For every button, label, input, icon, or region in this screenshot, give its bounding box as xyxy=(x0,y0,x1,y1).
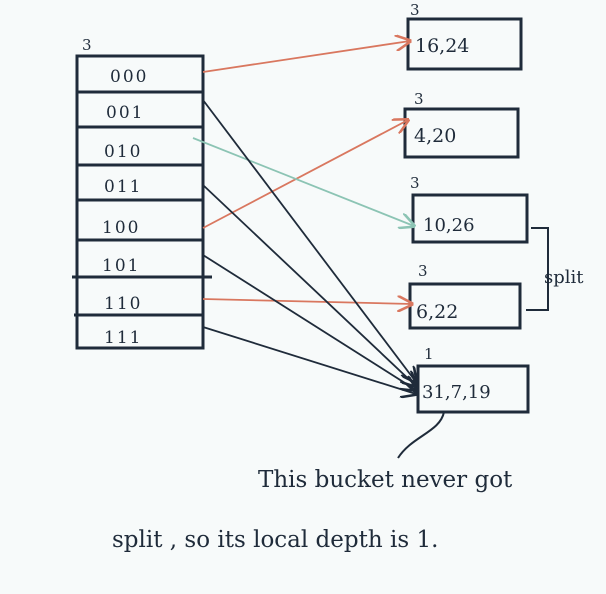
bucket-local-depth: 3 xyxy=(418,262,428,280)
arrow-000-to-bucket-16-24 xyxy=(202,41,410,73)
arrow-011-to-bucket-31-7-19 xyxy=(202,184,416,386)
bucket-contents: 4,20 xyxy=(414,125,456,147)
bucket-contents: 10,26 xyxy=(423,215,475,236)
directory-entry-100: 100 xyxy=(102,218,140,238)
annotation-leader-line xyxy=(397,411,445,459)
directory-entry-111: 111 xyxy=(104,328,142,348)
split-brace xyxy=(526,227,549,311)
bucket-contents: 6,22 xyxy=(416,301,458,323)
pointer-arrows xyxy=(192,41,416,394)
arrow-110-to-bucket-6-22 xyxy=(202,299,412,304)
arrow-100-to-bucket-4-20 xyxy=(202,120,408,229)
arrow-101-to-bucket-31-7-19 xyxy=(202,254,416,390)
directory-entry-001: 001 xyxy=(106,103,144,123)
directory-entry-010: 010 xyxy=(104,142,142,162)
directory-entry-000: 000 xyxy=(110,67,148,87)
buckets: 3 16,24 3 4,20 3 10,26 3 6,22 1 31,7,19 xyxy=(403,1,530,414)
directory: 3 000 001 010 011 100 101 110 111 xyxy=(72,36,212,350)
global-depth-label: 3 xyxy=(82,36,92,54)
annotation: This bucket never got split , so its loc… xyxy=(112,411,513,553)
arrow-001-to-bucket-31-7-19 xyxy=(202,99,416,382)
bucket-local-depth: 3 xyxy=(410,1,420,19)
bucket-local-depth: 3 xyxy=(414,90,424,108)
arrow-010-to-bucket-10-26 xyxy=(192,137,414,226)
split-bracket: split xyxy=(526,227,584,311)
bucket-local-depth: 3 xyxy=(410,174,420,192)
annotation-line-1: This bucket never got xyxy=(258,467,513,493)
directory-entry-101: 101 xyxy=(102,256,140,276)
annotation-line-2: split , so its local depth is 1. xyxy=(112,527,438,553)
bucket-local-depth: 1 xyxy=(424,345,434,363)
arrow-111-to-bucket-31-7-19 xyxy=(202,326,416,394)
split-label: split xyxy=(544,267,584,288)
directory-box xyxy=(75,54,205,350)
directory-entry-011: 011 xyxy=(104,177,142,197)
directory-entry-110: 110 xyxy=(104,294,142,314)
bucket-contents: 16,24 xyxy=(415,35,469,57)
bucket-contents: 31,7,19 xyxy=(422,382,491,403)
